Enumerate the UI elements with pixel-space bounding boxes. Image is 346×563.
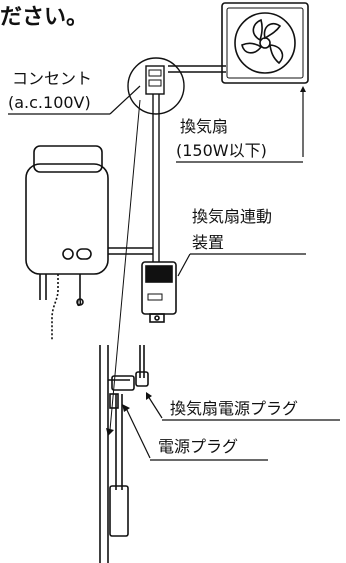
outlet-label-line2: (a.c.100V): [8, 93, 91, 112]
wall-section: [99, 345, 149, 563]
interlock-label-line1: 換気扇連動: [192, 207, 272, 226]
outlet-label-line1: コンセント: [12, 69, 92, 88]
fan-power-plug-label: 換気扇電源プラグ: [170, 399, 298, 418]
outlet-icon: [127, 57, 185, 115]
interlock-device-icon: [141, 261, 177, 323]
fan-label-line1: 換気扇: [180, 117, 228, 136]
ventilation-fan-icon: [221, 2, 309, 84]
water-heater-icon: [25, 145, 109, 340]
fan-label-line2: (150W以下): [176, 141, 267, 160]
heading-fragment: ださい。: [0, 5, 88, 30]
power-plug-label: 電源プラグ: [158, 437, 238, 456]
interlock-label-line2: 装置: [192, 233, 224, 252]
